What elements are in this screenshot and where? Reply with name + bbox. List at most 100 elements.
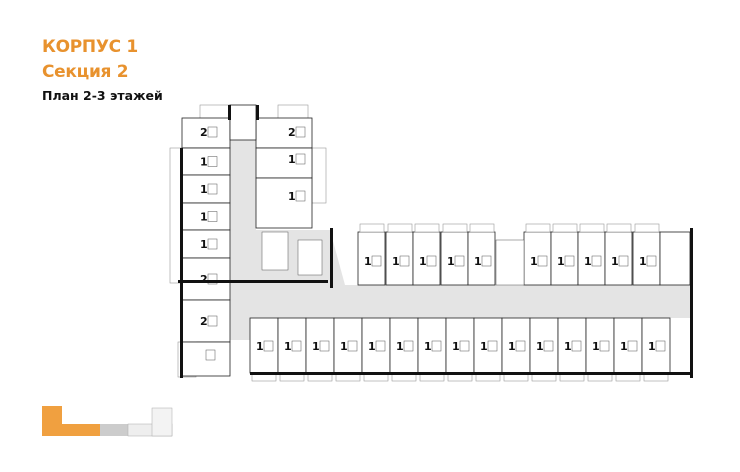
balcony [359,223,385,233]
area-box [207,183,218,195]
room-count-label: 1 [424,340,432,353]
area-box [295,190,306,202]
room-count-label: 1 [557,255,565,268]
room-count-label: 1 [452,340,460,353]
area-box [371,255,382,267]
room-count-label: 1 [284,340,292,353]
room-count-label: 2 [200,315,208,328]
area-box [403,340,414,352]
area-box [618,255,629,267]
area-box [263,340,274,352]
area-box [207,156,218,167]
wall [180,148,183,378]
area-box [599,340,610,352]
room-count-label: 1 [536,340,544,353]
apartment-unit [255,177,313,229]
balcony [525,223,551,233]
room-count-label: 1 [288,153,296,166]
room-count-label: 1 [564,340,572,353]
room-count-label: 1 [592,340,600,353]
room-count-label: 1 [340,340,348,353]
room-count-label: 1 [368,340,376,353]
room-count-label: 1 [611,255,619,268]
balcony [387,223,413,233]
locator-section-middle [100,424,128,436]
room-count-label: 1 [200,238,208,251]
room-count-label: 1 [200,211,208,224]
section-title: Секция 2 [42,62,129,82]
room-count-label: 1 [530,255,538,268]
area-box [295,153,306,165]
room-count-label: 1 [364,255,372,268]
area-box [459,340,470,352]
area-box [207,211,218,222]
room-count-label: 1 [312,340,320,353]
balcony [311,147,327,204]
balcony [414,223,440,233]
balcony [469,223,495,233]
area-box [291,340,302,352]
staircase [297,239,323,276]
room-count-label: 1 [620,340,628,353]
balcony [552,223,578,233]
area-box [399,255,410,267]
area-box [319,340,330,352]
room-count-label: 1 [480,340,488,353]
area-box [571,340,582,352]
area-box [207,315,218,327]
area-box [655,340,666,352]
room-count-label: 1 [419,255,427,268]
balcony [579,223,605,233]
apartment-unit [181,299,231,343]
balcony [634,223,660,233]
area-box [295,126,306,138]
wall [690,228,693,378]
room-count-label: 1 [639,255,647,268]
room-count-label: 2 [200,126,208,139]
building-title: КОРПУС 1 [42,37,138,57]
area-box [591,255,602,267]
locator-highlight-wing [42,424,100,436]
room-count-label: 1 [288,190,296,203]
area-box [347,340,358,352]
area-box [205,349,216,361]
elevator-shaft [261,231,289,271]
area-box [646,255,657,267]
room-count-label: 1 [392,255,400,268]
balcony [606,223,632,233]
corner-unit [659,231,691,286]
section-locator-minimap [42,406,173,437]
room-count-label: 1 [256,340,264,353]
area-box [375,340,386,352]
area-box [515,340,526,352]
wing-corridor [250,285,690,318]
area-box [431,340,442,352]
area-box [487,340,498,352]
balcony [442,223,468,233]
area-box [207,273,218,285]
room-count-label: 1 [200,156,208,169]
area-box [426,255,437,267]
wing-staircase [495,239,525,286]
area-box [564,255,575,267]
room-count-label: 1 [396,340,404,353]
area-box [481,255,492,267]
hall [229,104,257,141]
locator-tower-right [151,407,173,437]
room-count-label: 1 [508,340,516,353]
room-count-label: 2 [200,273,208,286]
wall [228,105,231,120]
wall [250,372,690,375]
area-box [627,340,638,352]
room-count-label: 1 [200,183,208,196]
area-box [454,255,465,267]
room-count-label: 1 [648,340,656,353]
room-count-label: 1 [447,255,455,268]
plan-subtitle: План 2-3 этажей [42,88,163,103]
area-box [207,126,218,138]
area-box [537,255,548,267]
room-count-label: 2 [288,126,296,139]
wall [256,105,259,120]
wall [178,280,328,283]
